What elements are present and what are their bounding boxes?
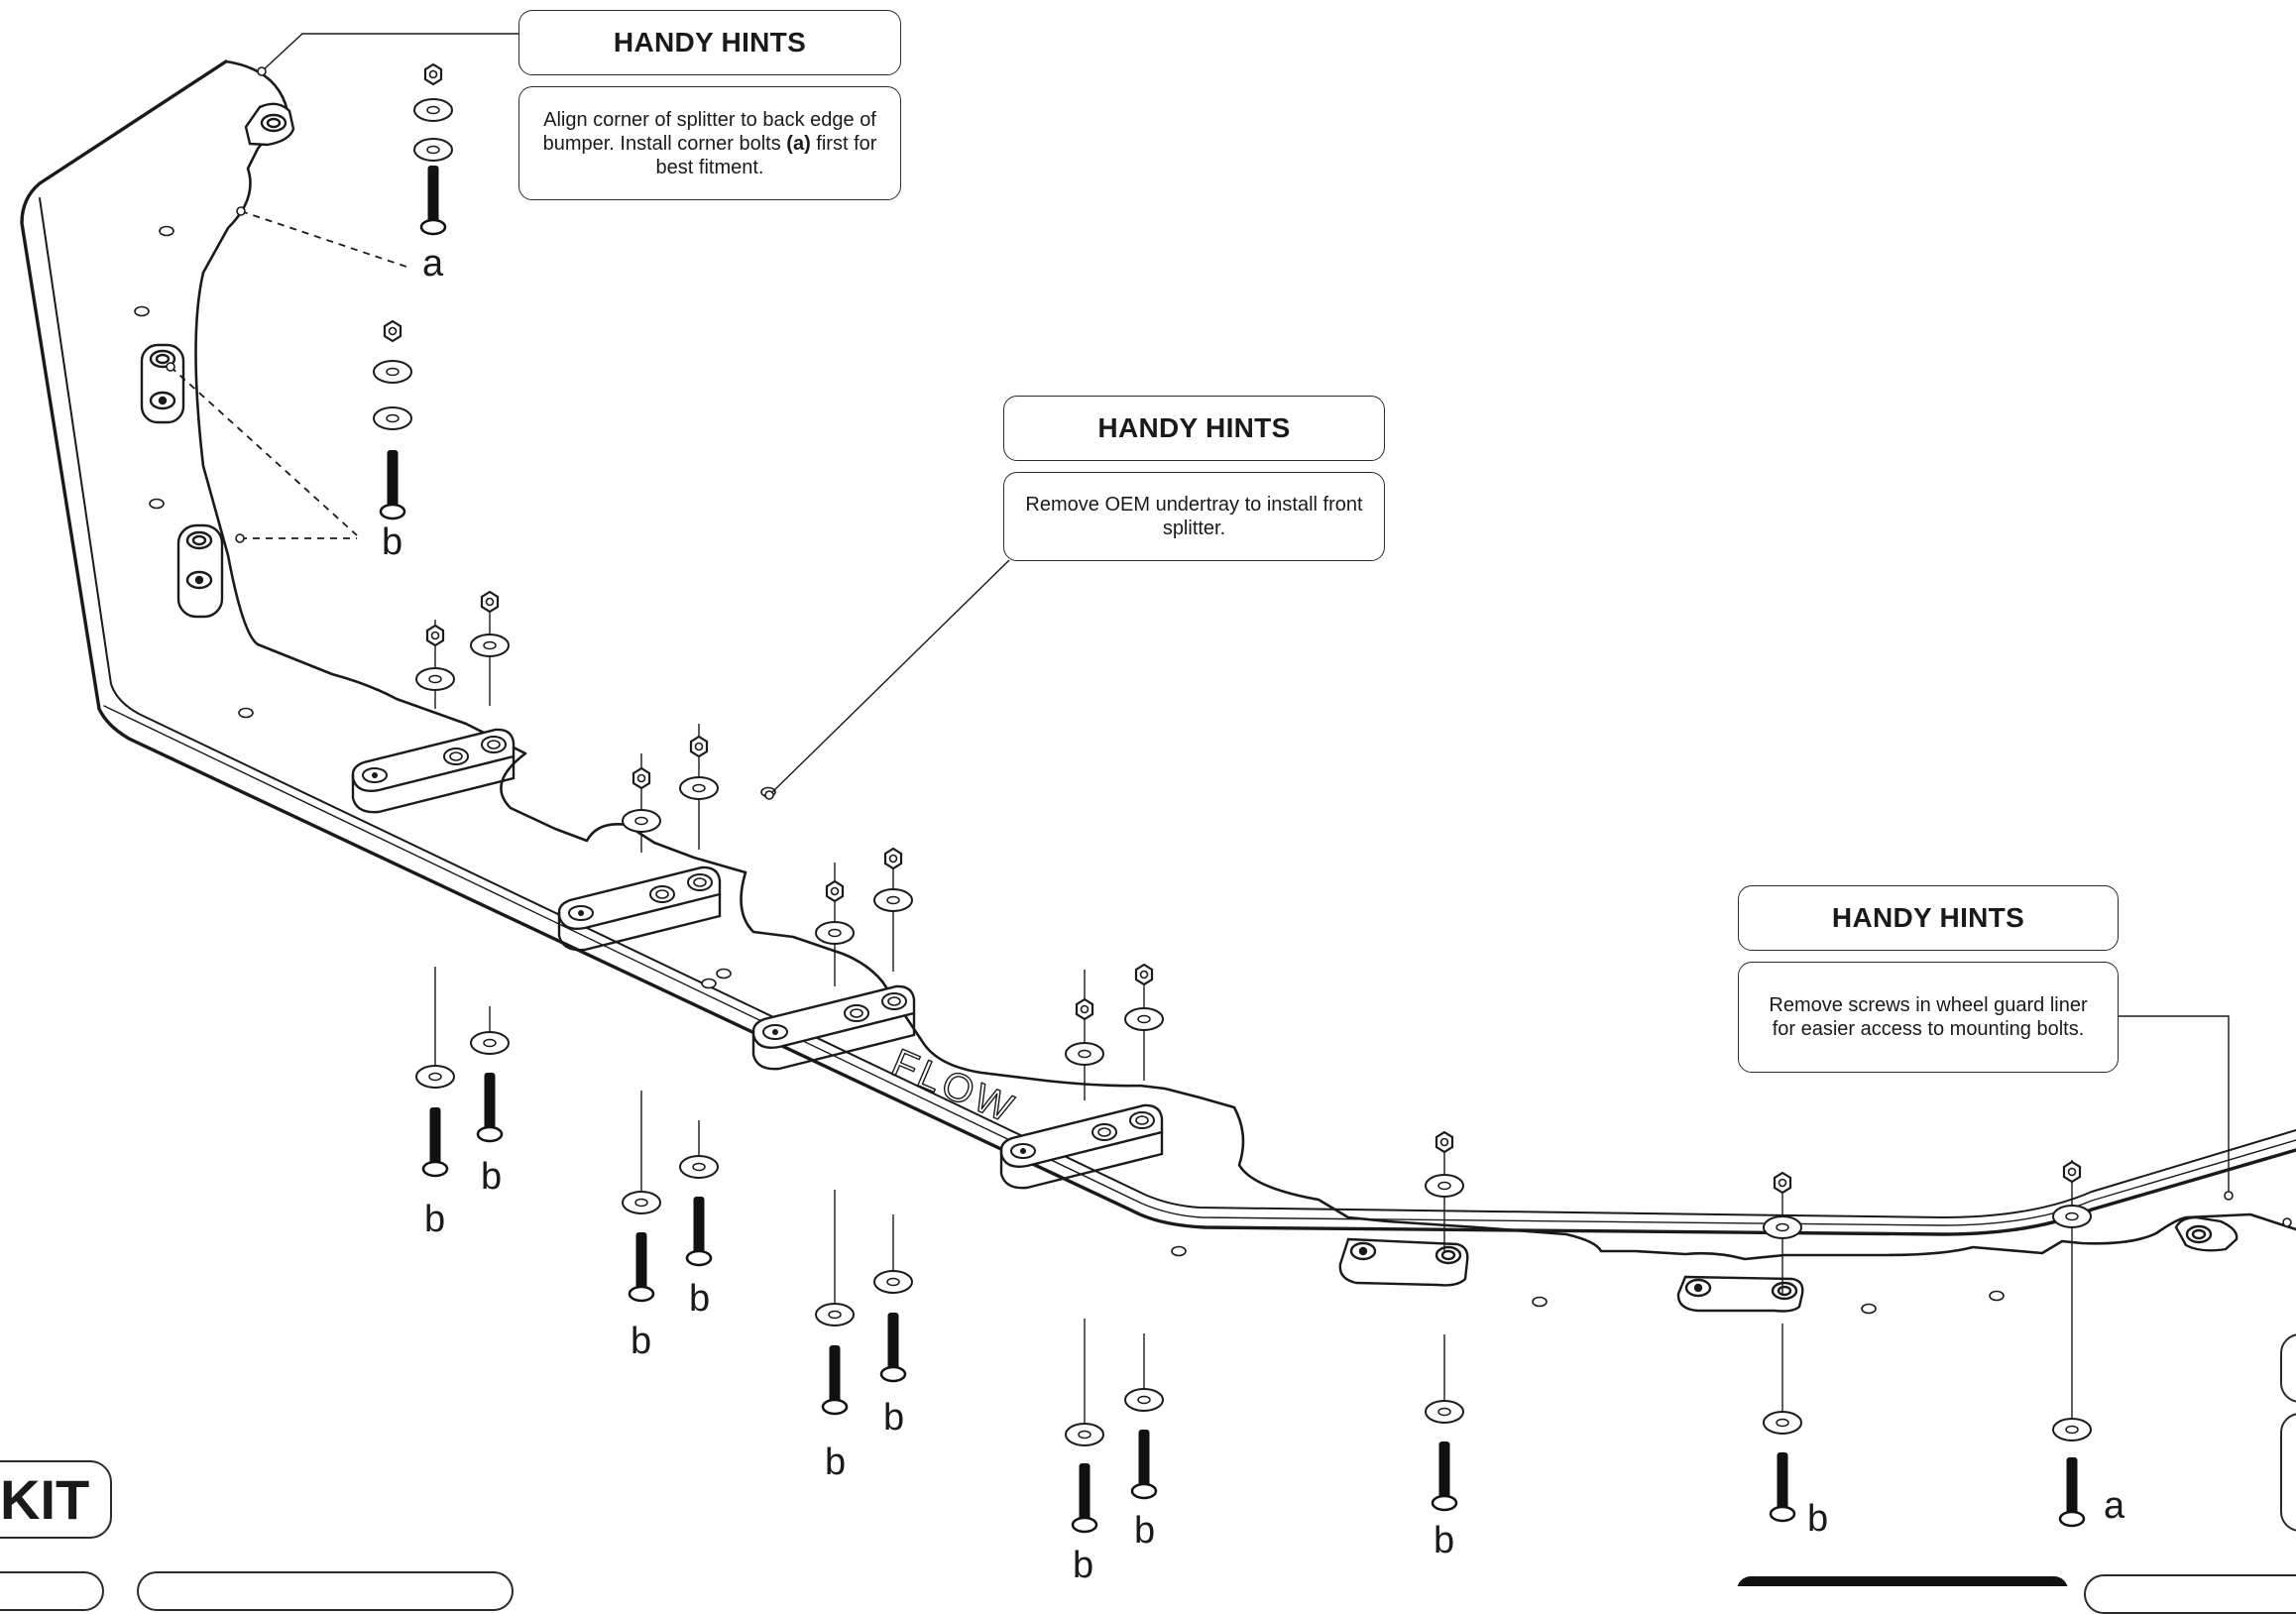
lower-hardware [415, 1031, 2092, 1534]
part-label-b-2: b [481, 1156, 503, 1198]
hint-1-text: Align corner of splitter to back edge of… [542, 108, 877, 178]
flat-pad-1 [1338, 1237, 1469, 1287]
part-label-b-6: b [883, 1397, 905, 1439]
kit-title-box: KIT [0, 1460, 112, 1539]
part-label-b-1: b [424, 1199, 446, 1240]
flat-pad-2 [1676, 1275, 1804, 1313]
mounting-brackets [351, 728, 1164, 1190]
side-pad-lower [176, 523, 224, 619]
frame-fragment-bottom-left-2 [137, 1571, 514, 1611]
part-label-b-4: b [689, 1278, 711, 1320]
hint-1-title: HANDY HINTS [518, 10, 901, 75]
splitter-panel: FLOW [20, 59, 2296, 1261]
hint-1-body: Align corner of splitter to back edge of… [518, 86, 901, 200]
callout-leaders [166, 33, 2292, 1227]
corner-bracket-right [2174, 1215, 2239, 1252]
part-label-b-side: b [382, 521, 403, 563]
hint-3-title: HANDY HINTS [1738, 885, 2119, 951]
part-label-a-corner: a [422, 243, 444, 285]
hint-3-body: Remove screws in wheel guard liner for e… [1738, 962, 2119, 1073]
part-label-a-right: a [2104, 1485, 2125, 1527]
hint-2-title: HANDY HINTS [1003, 396, 1385, 461]
hint-2-body: Remove OEM undertray to install front sp… [1003, 472, 1385, 561]
footer-bar [1737, 1576, 2068, 1586]
part-label-b-8: b [1134, 1510, 1156, 1552]
frame-fragment-right-2 [2280, 1413, 2296, 1532]
frame-fragment-right-1 [2280, 1333, 2296, 1403]
side-pad-upper [140, 343, 185, 424]
frame-fragment-bottom-left-1 [0, 1571, 104, 1611]
part-label-b-10: b [1807, 1498, 1829, 1540]
frame-fragment-bottom-right [2084, 1574, 2296, 1614]
corner-bracket-left [244, 102, 295, 147]
part-label-b-3: b [631, 1321, 652, 1362]
part-label-b-7: b [1073, 1545, 1094, 1586]
part-label-b-5: b [825, 1441, 847, 1483]
splitter-logo: FLOW [885, 1041, 1022, 1132]
part-label-b-9: b [1434, 1520, 1455, 1561]
kit-title: KIT [0, 1468, 90, 1531]
